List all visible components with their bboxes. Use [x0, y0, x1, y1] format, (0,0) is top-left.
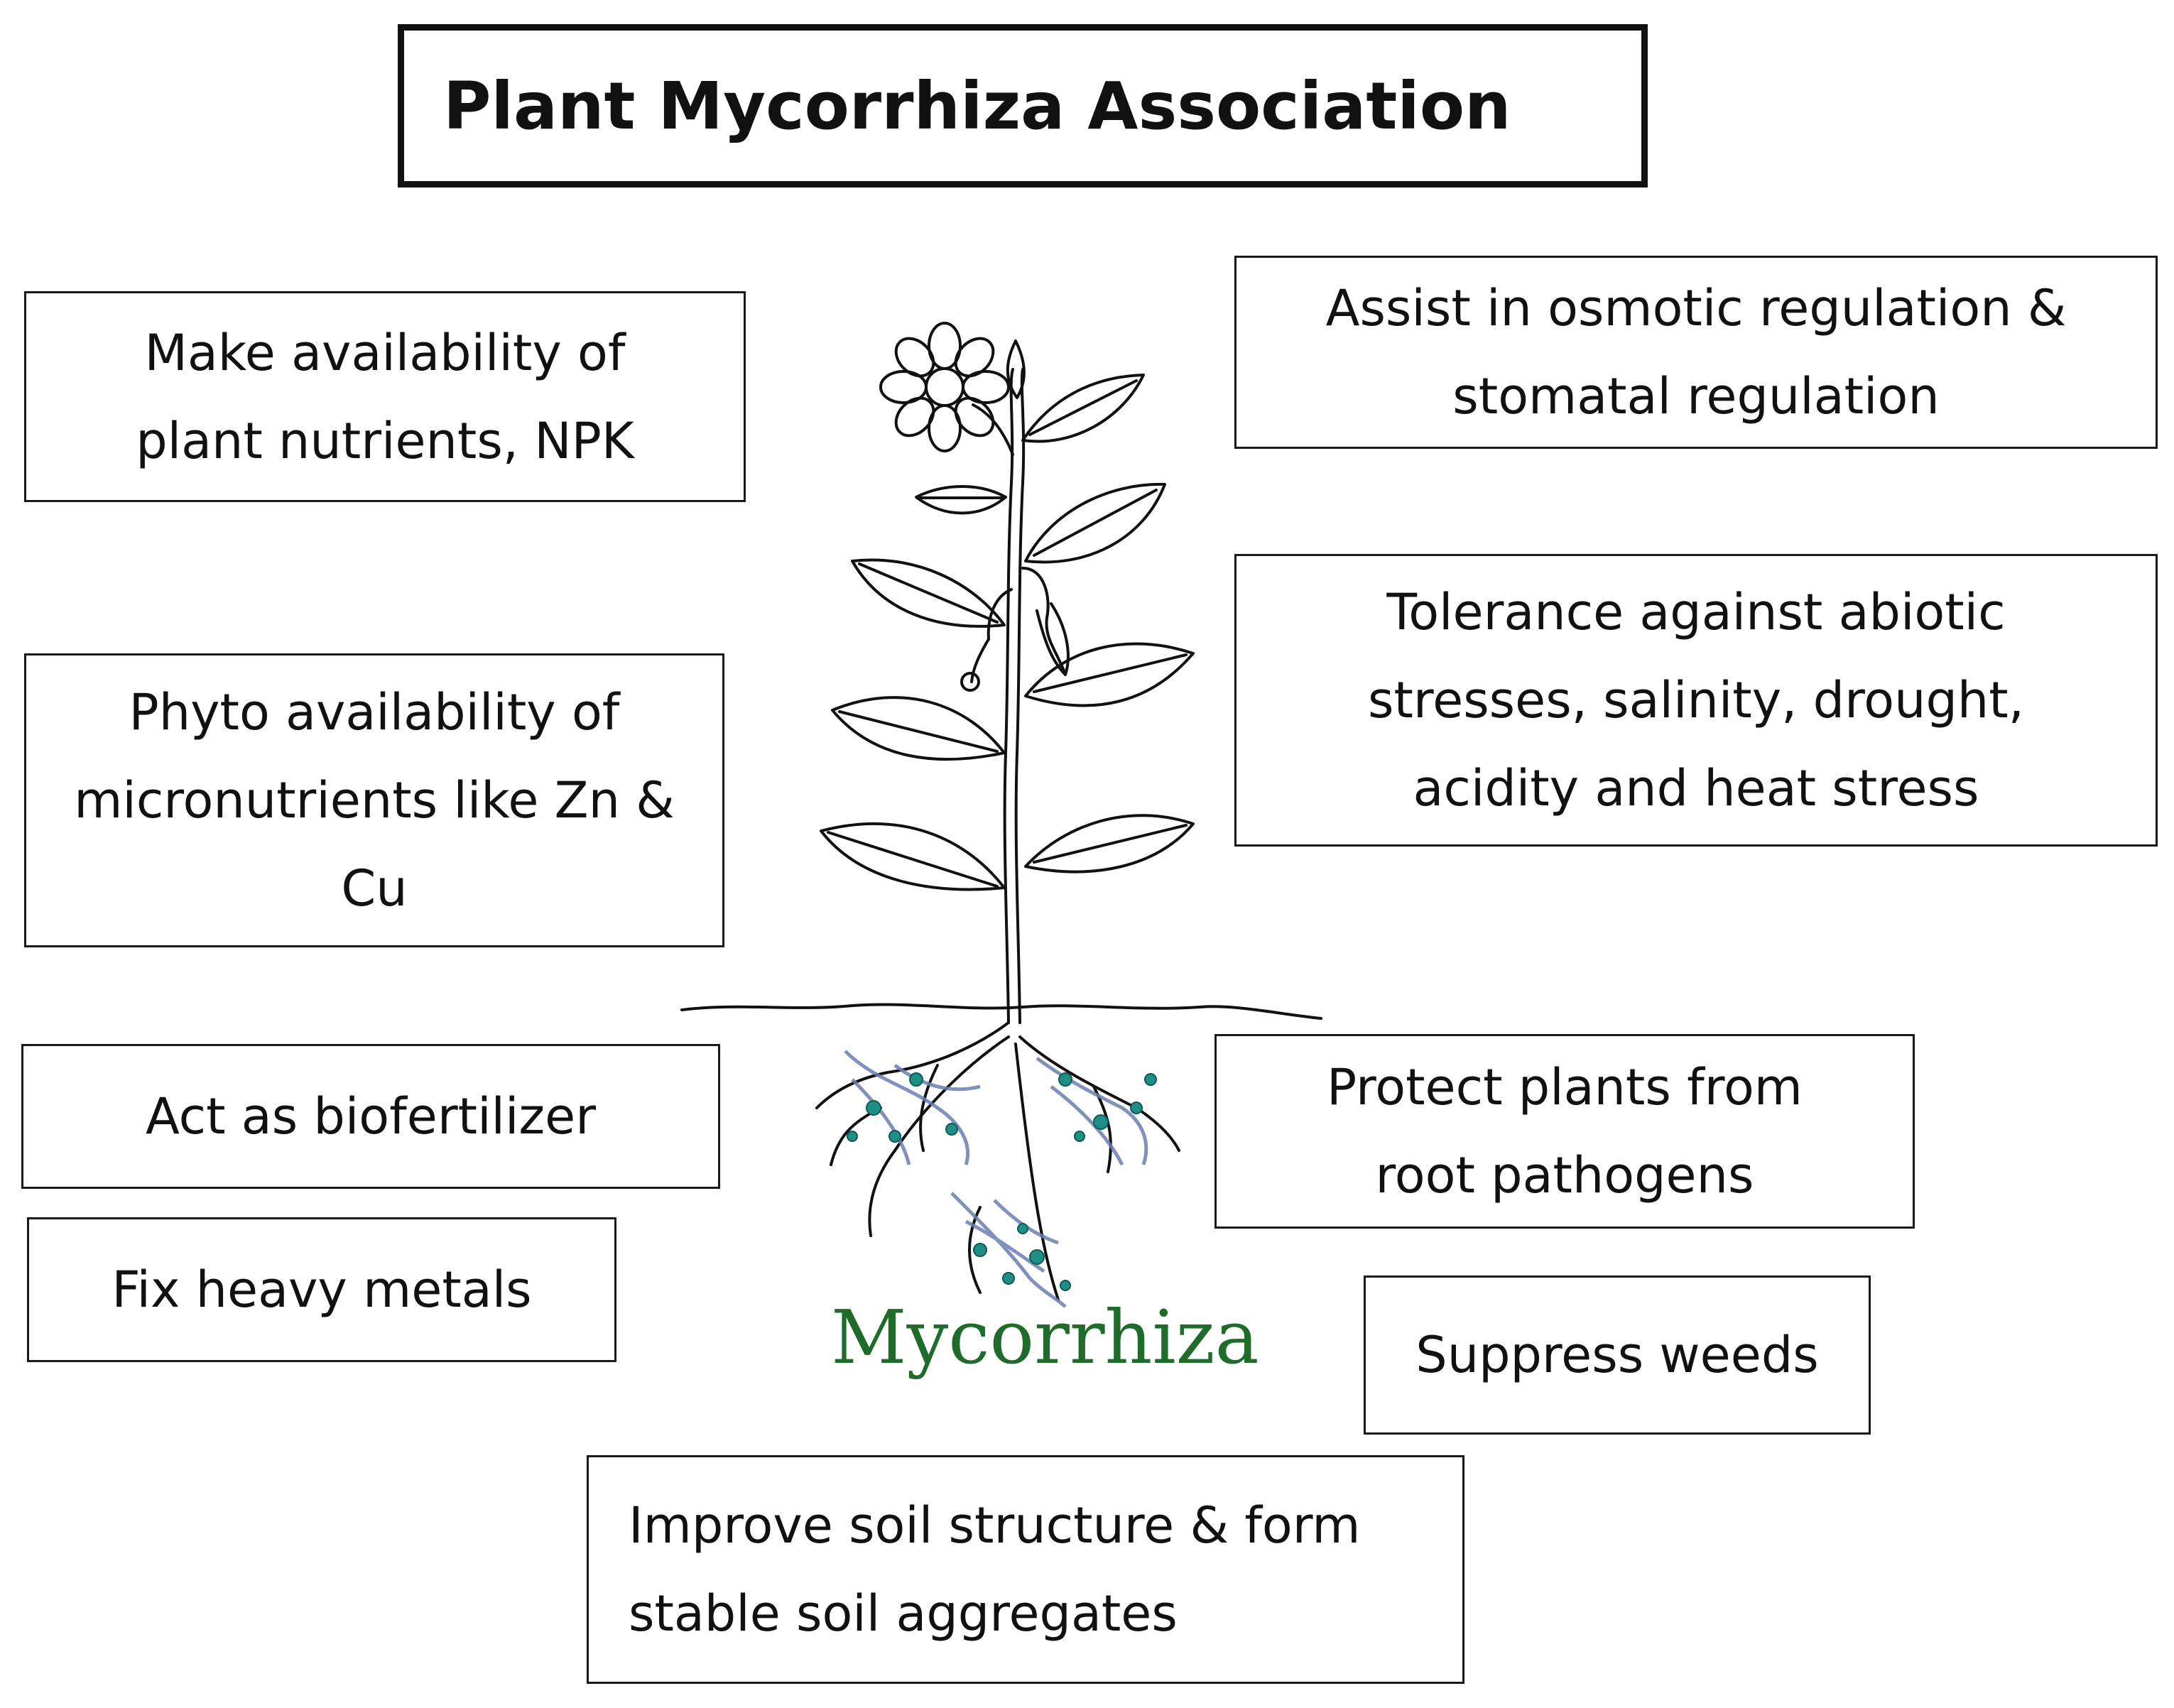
benefit-text-weeds: Suppress weeds — [1415, 1326, 1819, 1384]
mycorrhiza-label: Mycorrhiza — [831, 1294, 1259, 1381]
leaf-mid-right — [1024, 482, 1166, 564]
leaf-left-3 — [831, 696, 1006, 761]
benefit-text-abiotic: Tolerance against abiotic stresses, sali… — [1367, 583, 2024, 817]
soil-surface-line — [680, 1003, 1322, 1020]
leaf-left-2 — [851, 558, 1006, 628]
benefit-text-nutrients-npk: Make availability of plant nutrients, NP… — [136, 323, 634, 470]
flower-icon — [879, 322, 1010, 452]
benefit-text-micronutrients: Phyto availability of micronutrients lik… — [74, 683, 675, 918]
leaf-left-small — [915, 485, 1007, 515]
benefit-box-osmotic: Assist in osmotic regulation & stomatal … — [1234, 256, 2158, 449]
benefit-box-abiotic: Tolerance against abiotic stresses, sali… — [1234, 554, 2158, 847]
leaf-right-4 — [1024, 814, 1195, 874]
diagram-title-text: Plant Mycorrhiza Association — [443, 67, 1511, 144]
benefit-text-osmotic: Assist in osmotic regulation & stomatal … — [1325, 279, 2067, 425]
mycorrhiza-spores — [847, 1072, 1157, 1291]
benefit-box-weeds: Suppress weeds — [1364, 1275, 1871, 1435]
benefit-text-soil-structure: Improve soil structure & form stable soi… — [629, 1496, 1361, 1643]
benefit-text-pathogens: Protect plants from root pathogens — [1327, 1058, 1803, 1204]
benefit-box-biofertilizer: Act as biofertilizer — [21, 1044, 720, 1189]
leaf-left-4 — [820, 822, 1006, 891]
benefit-box-micronutrients: Phyto availability of micronutrients lik… — [24, 653, 724, 947]
plant-roots — [815, 1021, 1180, 1301]
leaf-upper-right — [1021, 374, 1145, 443]
benefit-text-biofertilizer: Act as biofertilizer — [145, 1087, 597, 1146]
benefit-box-heavy-metals: Fix heavy metals — [27, 1217, 616, 1362]
benefit-text-heavy-metals: Fix heavy metals — [112, 1261, 532, 1319]
benefit-box-pathogens: Protect plants from root pathogens — [1214, 1034, 1915, 1229]
plant-stem — [1003, 368, 1014, 1024]
benefit-box-soil-structure: Improve soil structure & form stable soi… — [587, 1455, 1464, 1684]
benefit-box-nutrients-npk: Make availability of plant nutrients, NP… — [24, 291, 746, 502]
diagram-title: Plant Mycorrhiza Association — [398, 24, 1648, 187]
